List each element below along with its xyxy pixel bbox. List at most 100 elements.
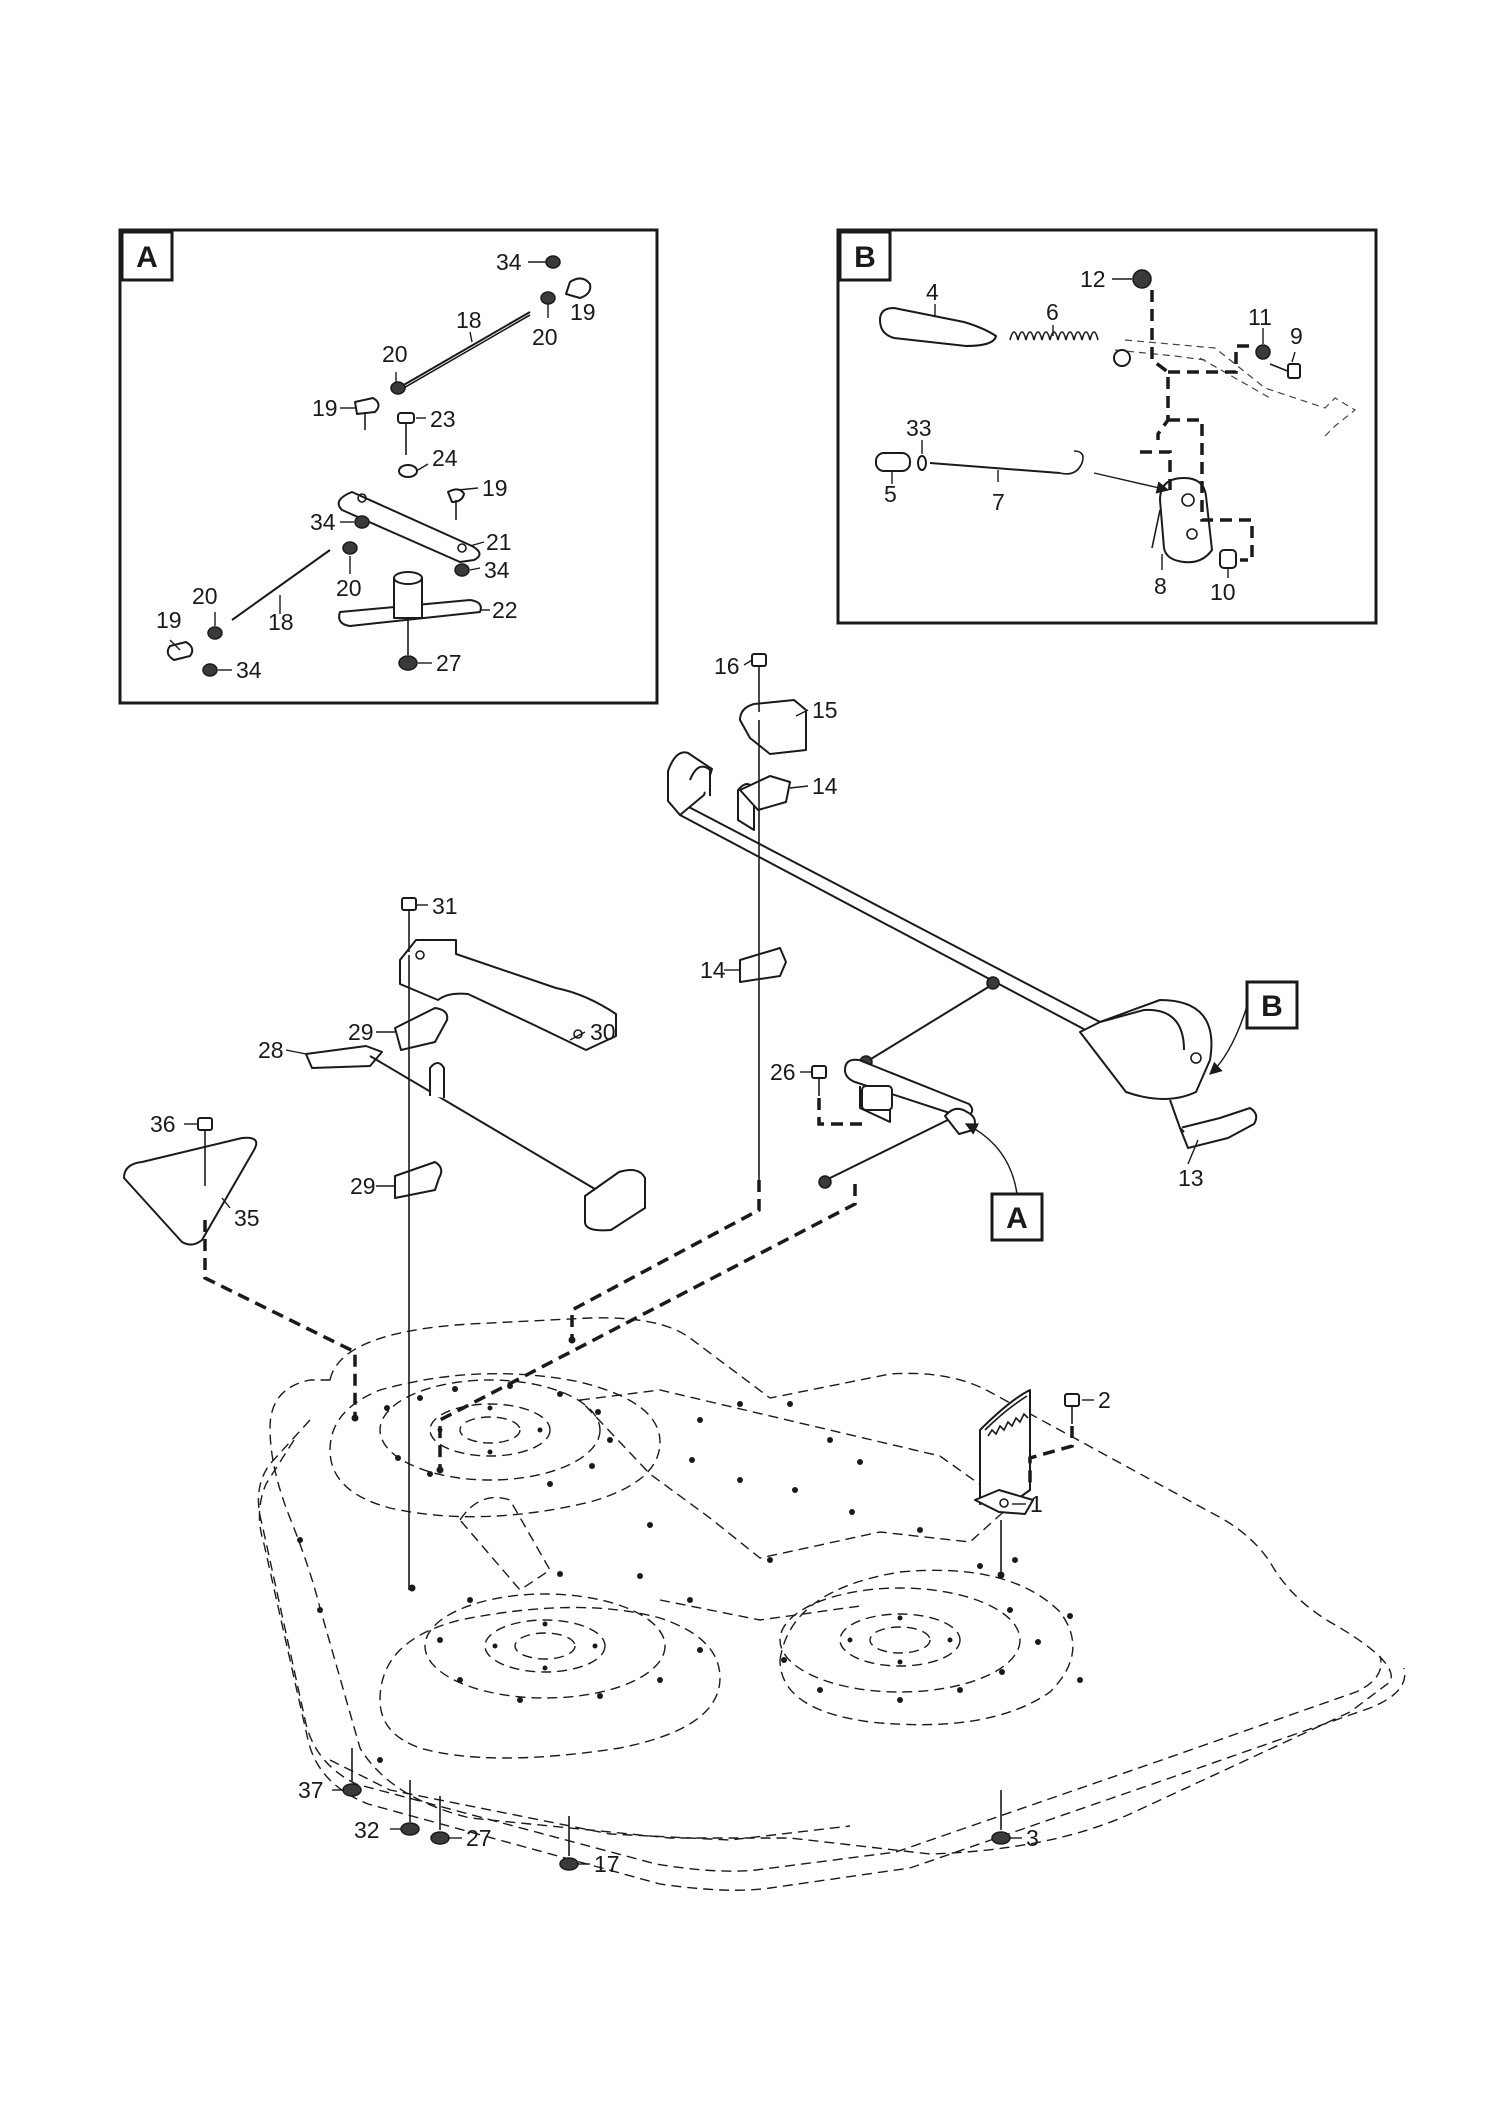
- callout-33: 33: [906, 415, 932, 441]
- inset-a-label: A: [136, 241, 158, 274]
- callout-30: 30: [590, 1019, 616, 1045]
- washer-33: [917, 455, 927, 471]
- inset-b-assembly-path: [1150, 290, 1254, 562]
- guard-plate: [123, 1136, 258, 1246]
- callout-10: 10: [1210, 579, 1236, 605]
- alignment-lines: [408, 720, 1002, 1590]
- callout-34: 34: [496, 249, 522, 275]
- callout-20: 20: [336, 575, 362, 601]
- deck-mount-points: [351, 1336, 1005, 1592]
- callout-27: 27: [466, 1825, 492, 1851]
- callout-4: 4: [926, 279, 939, 305]
- callout-34: 34: [310, 509, 336, 535]
- callout-labels: 34 19 18 20 20 19 23 24 19 34 21 34 20 2…: [150, 249, 1303, 1877]
- callout-5: 5: [884, 481, 897, 507]
- callout-32: 32: [354, 1817, 380, 1843]
- callout-23: 23: [430, 406, 456, 432]
- spacer-29-upper: [394, 1007, 449, 1051]
- callout-8: 8: [1154, 573, 1167, 599]
- upper-link-rod: [354, 255, 592, 430]
- callout-19: 19: [312, 395, 338, 421]
- lift-shaft: [667, 751, 1258, 1149]
- spindle-bolt-circles: [437, 1405, 953, 1671]
- callout-1: 1: [1030, 1491, 1043, 1517]
- front-bracket-plate: [739, 699, 807, 755]
- callout-36: 36: [150, 1111, 176, 1137]
- callout-14: 14: [812, 773, 838, 799]
- callout-2: 2: [1098, 1387, 1111, 1413]
- washer-11: [1255, 344, 1271, 360]
- mower-deck-phantom: [257, 1317, 1406, 1891]
- main-assembly-dashes: [203, 1098, 1074, 1484]
- main-leaders: [184, 659, 1199, 1865]
- pivot-bracket: [338, 571, 482, 671]
- callout-18: 18: [456, 307, 482, 333]
- callout-19: 19: [156, 607, 182, 633]
- nut-12: [1132, 269, 1152, 289]
- handle-grip: [879, 307, 997, 347]
- callout-20: 20: [382, 341, 408, 367]
- callout-15: 15: [812, 697, 838, 723]
- inset-a-label-box: [120, 230, 174, 282]
- reference-tag-a-letter: A: [1006, 1202, 1028, 1235]
- rear-bracket-plate: [399, 939, 617, 1051]
- callout-26: 26: [770, 1059, 796, 1085]
- height-quadrant: [974, 1389, 1034, 1515]
- spacer-14-upper: [739, 775, 791, 811]
- callout-20: 20: [192, 583, 218, 609]
- inset-b: B: [836, 228, 1378, 625]
- inset-a: A: [118, 228, 659, 705]
- reference-tag-a: A: [964, 1123, 1044, 1242]
- callout-37: 37: [298, 1777, 324, 1803]
- callout-29: 29: [348, 1019, 374, 1045]
- spacer-5: [875, 452, 911, 472]
- inset-b-frame: [836, 228, 1378, 625]
- bolt-and-washer: [397, 412, 418, 478]
- callout-20: 20: [532, 324, 558, 350]
- main-bolts: [197, 653, 1080, 1424]
- callout-12: 12: [1080, 266, 1106, 292]
- callout-22: 22: [492, 597, 518, 623]
- callout-6: 6: [1046, 299, 1059, 325]
- rear-lift-bar: [305, 1045, 646, 1232]
- callout-17: 17: [594, 1851, 620, 1877]
- callout-31: 31: [432, 893, 458, 919]
- callout-19: 19: [482, 475, 508, 501]
- lower-link-rod: [166, 541, 358, 677]
- inset-b-label-box: [838, 230, 892, 282]
- callout-34: 34: [236, 657, 262, 683]
- callout-14: 14: [700, 957, 726, 983]
- callout-19: 19: [570, 299, 596, 325]
- pivot-plate: [337, 488, 481, 577]
- inset-a-leaders: [169, 261, 549, 671]
- inset-a-frame: [118, 228, 659, 705]
- callout-13: 13: [1178, 1165, 1204, 1191]
- callout-28: 28: [258, 1037, 284, 1063]
- deck-nuts: [342, 1748, 1011, 1871]
- callout-18: 18: [268, 609, 294, 635]
- spacer-10: [1219, 549, 1237, 569]
- callout-3: 3: [1026, 1825, 1039, 1851]
- bolt-9: [1269, 363, 1301, 379]
- inset-b-leaders: [891, 278, 1296, 578]
- reference-tag-b: B: [1209, 980, 1299, 1075]
- callout-27: 27: [436, 650, 462, 676]
- callout-11: 11: [1248, 304, 1272, 330]
- spacer-14-lower: [739, 947, 787, 983]
- reference-tag-b-letter: B: [1261, 990, 1283, 1023]
- lever-plate-8: [1151, 477, 1213, 564]
- callout-35: 35: [234, 1205, 260, 1231]
- callout-9: 9: [1290, 323, 1303, 349]
- callout-16: 16: [714, 653, 740, 679]
- lever-ghost-outline: [1114, 339, 1357, 437]
- callout-21: 21: [486, 529, 512, 555]
- callout-24: 24: [432, 445, 458, 471]
- callout-29: 29: [350, 1173, 376, 1199]
- callout-7: 7: [992, 489, 1005, 515]
- pivot-sleeve: [1113, 349, 1131, 367]
- spacer-29-lower: [394, 1161, 443, 1199]
- deck-holes: [297, 1383, 1083, 1763]
- hook-rod-7: [929, 450, 1084, 475]
- handle-spring: [1009, 331, 1099, 341]
